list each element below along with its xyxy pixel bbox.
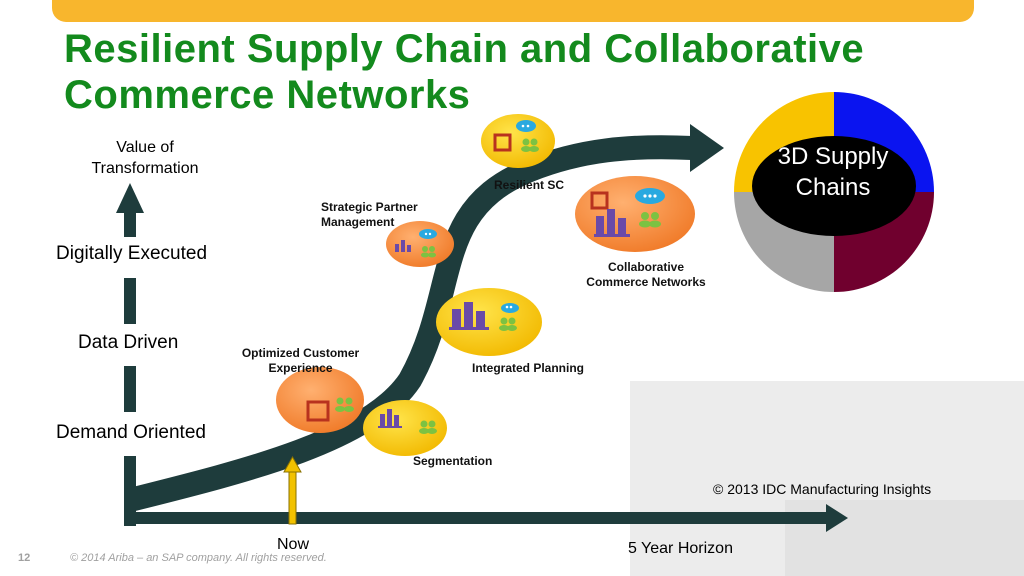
slide-title: Resilient Supply Chain and Collaborative… — [64, 27, 865, 117]
source-credit: © 2013 IDC Manufacturing Insights — [713, 481, 932, 497]
stage-resilient-sc-bubble — [481, 114, 555, 168]
pie-center-label: 3D Supply Chains — [777, 143, 889, 201]
stage-label-resilient-sc: Resilient SC — [494, 178, 565, 192]
y-axis-title: Value of Transformation — [91, 139, 199, 177]
top-accent-bar — [52, 0, 974, 22]
now-marker-arrow — [283, 455, 302, 525]
footer-copyright: © 2014 Ariba – an SAP company. All right… — [70, 552, 327, 564]
level-digitally-executed: Digitally Executed — [56, 243, 208, 264]
transformation-s-curve — [127, 124, 724, 512]
stage-label-collaborative-commerce-networks: Collaborative Commerce Networks — [586, 260, 706, 289]
stage-strategic-partner-management-bubble — [386, 221, 454, 267]
stage-label-segmentation: Segmentation — [413, 454, 493, 468]
level-data-driven: Data Driven — [78, 332, 179, 353]
stage-optimized-customer-experience-bubble — [276, 367, 364, 433]
pie-center-ellipse — [752, 136, 916, 236]
supply-chain-pie — [734, 92, 934, 292]
x-axis-arrow — [124, 504, 848, 532]
level-demand-oriented: Demand Oriented — [56, 422, 206, 443]
y-axis-arrow — [116, 183, 144, 526]
stage-integrated-planning-bubble — [436, 288, 542, 356]
page-number: 12 — [18, 552, 31, 564]
stage-collaborative-commerce-networks-bubble — [575, 176, 695, 252]
stage-label-integrated-planning: Integrated Planning — [472, 361, 585, 375]
x-axis-end-label: 5 Year Horizon — [628, 540, 733, 557]
stage-label-strategic-partner-management: Strategic Partner Management — [321, 200, 418, 229]
x-axis-start-label: Now — [277, 536, 310, 553]
stage-label-optimized-customer-experience: Optimized Customer Experience — [241, 346, 360, 375]
stage-segmentation-bubble — [363, 400, 447, 456]
